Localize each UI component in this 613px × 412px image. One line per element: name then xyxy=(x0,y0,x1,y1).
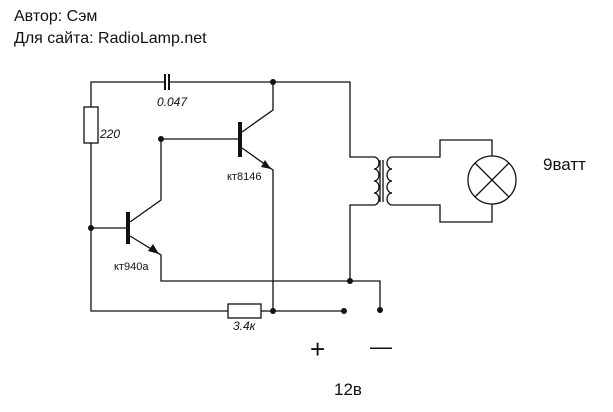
site-label: Для сайта: RadioLamp.net xyxy=(14,30,207,47)
transistor-1-arrow xyxy=(261,160,271,169)
voltage-label: 12в xyxy=(334,380,362,399)
minus-terminal: — xyxy=(370,334,392,359)
capacitor-label: 0.047 xyxy=(157,95,188,109)
transistor-1-label: кт8146 xyxy=(227,171,262,183)
resistor-220 xyxy=(83,106,99,144)
transistor-2-label: кт940а xyxy=(114,261,149,273)
junction-dots xyxy=(88,79,383,314)
lamp-icon xyxy=(467,155,517,205)
resistor-bottom-label: 3.4к xyxy=(233,319,256,333)
author-label: Автор: Сэм xyxy=(14,8,98,25)
transistor-2-arrow xyxy=(148,244,159,254)
capacitor-symbol xyxy=(164,74,170,90)
wire-top xyxy=(90,81,374,281)
resistor-top-label: 220 xyxy=(100,127,121,141)
plus-terminal: + xyxy=(310,334,326,364)
resistor-3-4k xyxy=(227,303,262,319)
lamp-label: 9ватт xyxy=(543,155,586,174)
transformer xyxy=(373,156,393,206)
